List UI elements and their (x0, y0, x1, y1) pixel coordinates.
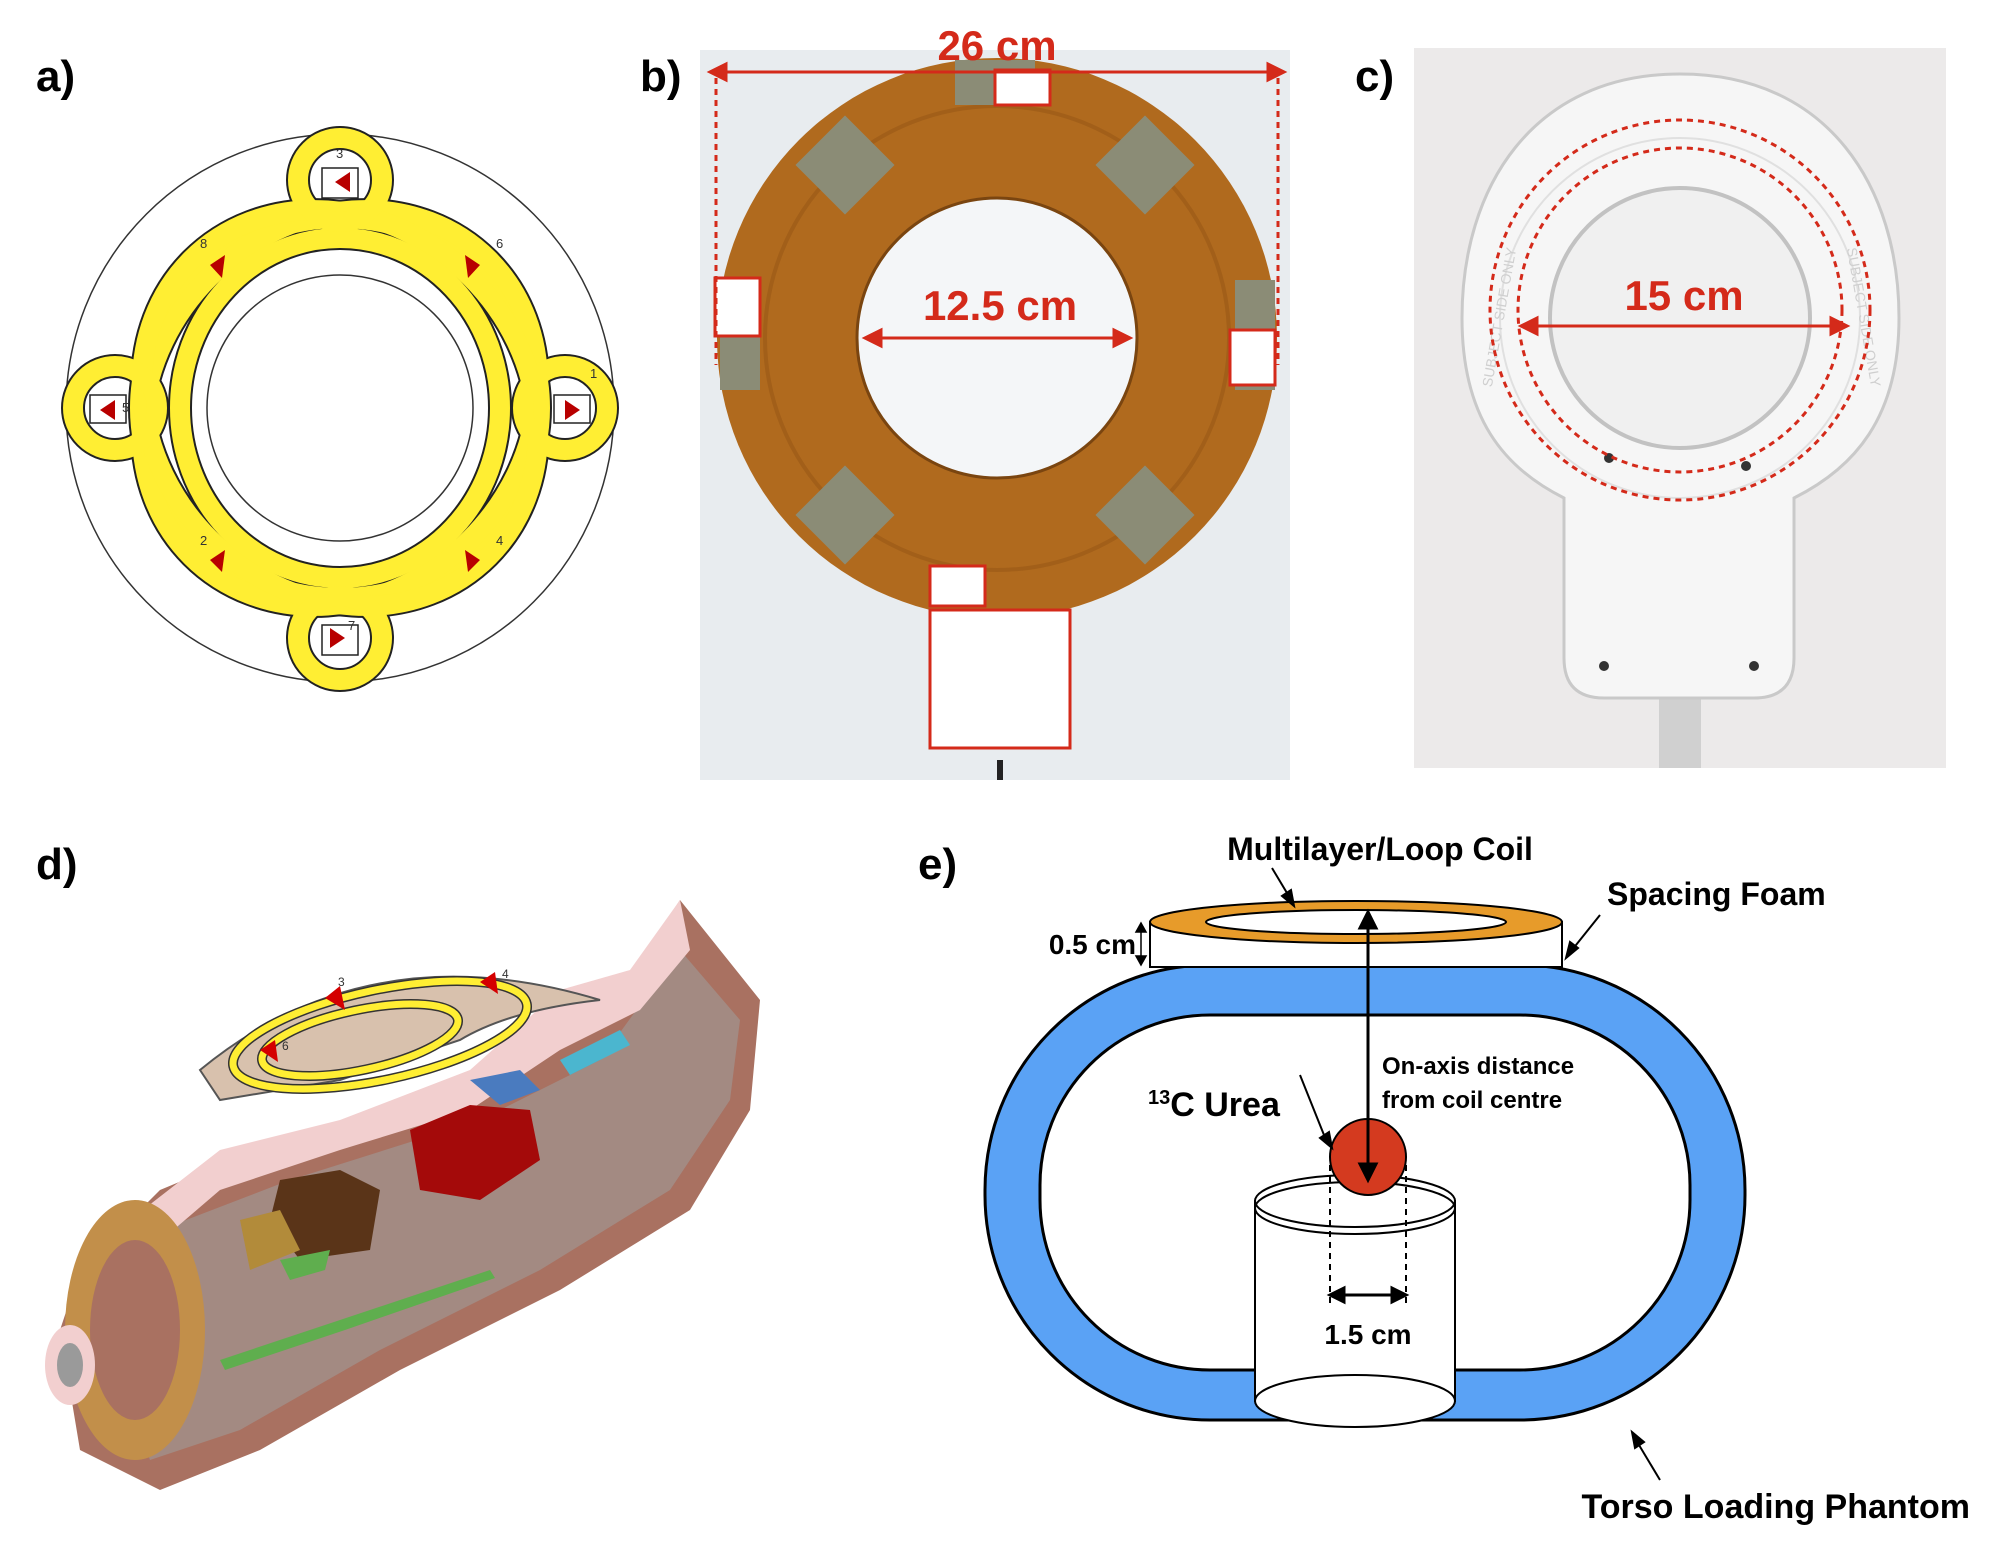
outer-dimension-label: 26 cm (937, 22, 1056, 69)
thickness-label: 0.5 cm (1049, 929, 1136, 960)
outer-dimension-arrow (706, 61, 1288, 365)
coil-label: Multilayer/Loop Coil (1227, 831, 1533, 867)
panel-b-label: b) (640, 52, 682, 101)
inner-dimension-arrow (861, 327, 1134, 349)
phantom-leader (1630, 1429, 1661, 1481)
panel-c-label: c) (1355, 52, 1395, 101)
port-markers (100, 172, 580, 648)
mount-holes (1599, 453, 1759, 671)
sphere-width-label: 1.5 cm (1324, 1319, 1411, 1350)
port-label-5: 5 (122, 400, 129, 415)
panel-e-setup-diagram: 0.5 cm 1.5 cm On-axis distance from coil… (983, 831, 1970, 1526)
panel-a-coil-schematic: 1 2 3 4 5 6 7 8 (61, 126, 619, 692)
organ-region-brown (270, 1170, 380, 1260)
sphere-width-guides (1329, 1165, 1407, 1304)
port-number-labels-3d: 3 4 6 (282, 967, 509, 1053)
port-label-7: 7 (348, 618, 355, 633)
panel-d-body-model: 3 4 6 (45, 900, 760, 1490)
housing-dimension-arrow (1517, 315, 1851, 337)
urea-leader (1299, 1074, 1334, 1151)
sphere-width-arrow (1326, 1285, 1410, 1305)
coil-leader (1271, 867, 1296, 909)
skin-layer (130, 900, 690, 1250)
port-label-1: 1 (590, 366, 597, 381)
distance-label-line1: On-axis distance (1382, 1053, 1574, 1080)
phantom-label: Torso Loading Phantom (1582, 1488, 1970, 1526)
port-number-labels: 1 2 3 4 5 6 7 8 (122, 146, 597, 633)
foam-label: Spacing Foam (1607, 876, 1826, 912)
port-label-4: 4 (496, 533, 503, 548)
distance-label-line2: from coil centre (1382, 1087, 1562, 1114)
port-label-3d-4: 4 (502, 967, 509, 981)
panel-e-label: e) (918, 840, 958, 889)
housing-inner-opening (1548, 186, 1812, 450)
liver-region (410, 1105, 540, 1200)
panel-b-pcb-photo: 26 cm 12.5 cm (700, 22, 1290, 780)
housing-dimension-label: 15 cm (1624, 272, 1743, 319)
panel-d-label: d) (36, 840, 78, 889)
inner-boundary-circle (206, 274, 474, 542)
coil-footprint-circles (1488, 118, 1872, 502)
port-label-8: 8 (200, 236, 207, 251)
urea-label: 13C Urea (1148, 1086, 1281, 1124)
redaction-boxes (713, 68, 1277, 750)
panel-a-label: a) (36, 52, 76, 101)
port-markers-3d (260, 972, 498, 1062)
port-label-6: 6 (496, 236, 503, 251)
inner-dimension-label: 12.5 cm (923, 282, 1077, 329)
organ-region-blue (470, 1070, 540, 1105)
foam-leader (1564, 914, 1601, 961)
port-label-3d-3: 3 (338, 975, 345, 989)
port-label-3d-6: 6 (282, 1039, 289, 1053)
panel-c-housing-photo: SUBJECT SIDE ONLY SUBJECT SIDE ONLY 15 c… (1414, 48, 1946, 768)
on-axis-distance-arrow (1357, 908, 1379, 1184)
coil-track-fill (63, 128, 617, 690)
coil-center-opening (1205, 909, 1507, 935)
coil-track-fill-3d (229, 977, 531, 1093)
port-label-3: 3 (336, 146, 343, 161)
port-label-2: 2 (200, 533, 207, 548)
thickness-arrow (1134, 921, 1148, 967)
